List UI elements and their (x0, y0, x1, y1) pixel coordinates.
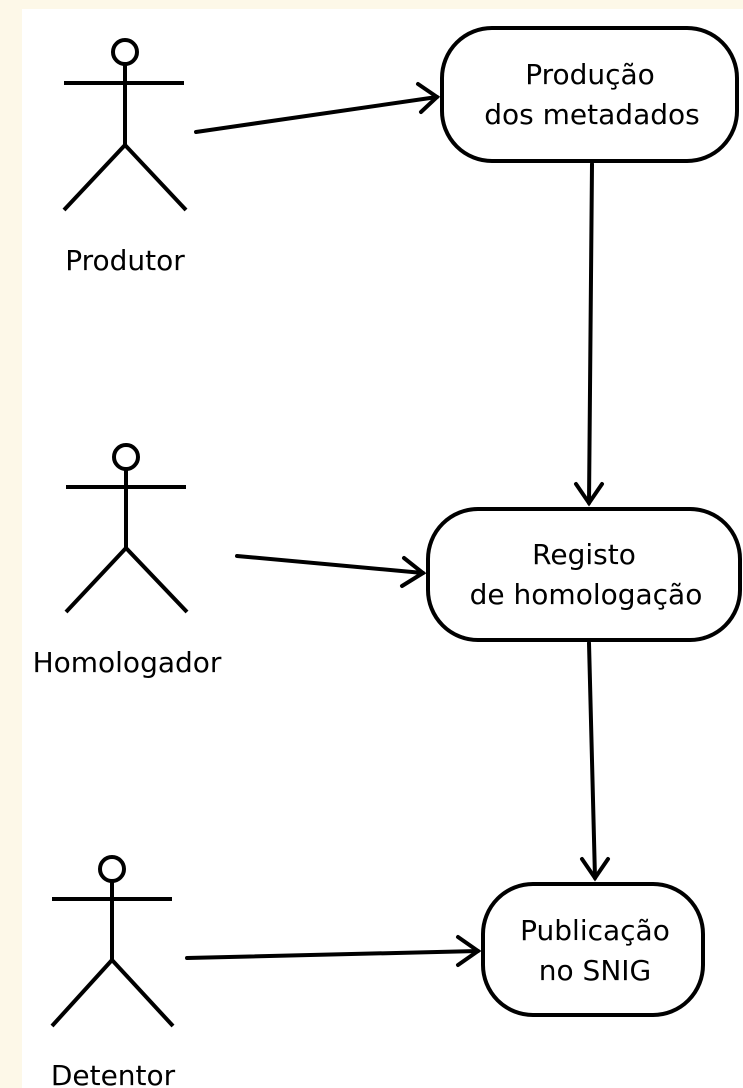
actor-detentor (50, 855, 175, 1028)
arrow-produtor-to-producao (194, 82, 441, 134)
arrow-registo-to-publicacao (580, 641, 610, 882)
actor-head-icon (98, 855, 126, 883)
process-box (440, 26, 739, 163)
margin-strip-left (0, 0, 22, 1088)
process-label-line1: Registo (532, 538, 636, 571)
process-label-line2: dos metadados (484, 98, 699, 131)
process-label-line2: de homologação (470, 578, 703, 611)
actor-right-leg (124, 546, 189, 614)
actor-head-icon (112, 443, 140, 471)
process-box (426, 507, 742, 642)
margin-strip-top (0, 0, 743, 9)
process-label-line1: Produção (525, 58, 655, 91)
process-label-line1: Publicação (520, 914, 670, 947)
process-registo: Registo de homologação (426, 507, 742, 642)
arrow-homologador-to-registo (235, 554, 427, 588)
actor-right-leg (110, 958, 175, 1028)
process-box (481, 882, 705, 1017)
actor-homologador (64, 443, 189, 614)
actor-left-leg (50, 958, 114, 1028)
actor-label-homologador: Homologador (33, 646, 222, 679)
actor-right-leg (123, 143, 188, 212)
arrow-detentor-to-publicacao (185, 935, 482, 967)
actor-head-icon (111, 38, 139, 66)
actor-label-produtor: Produtor (65, 244, 185, 277)
process-producao: Produção dos metadados (440, 26, 739, 163)
process-label-line2: no SNIG (539, 954, 651, 987)
process-publicacao: Publicação no SNIG (481, 882, 705, 1017)
actor-label-detentor: Detentor (51, 1059, 176, 1088)
actor-left-leg (62, 143, 127, 212)
actor-left-leg (64, 546, 128, 614)
actor-produtor (62, 38, 188, 212)
arrow-producao-to-registo (574, 162, 604, 507)
